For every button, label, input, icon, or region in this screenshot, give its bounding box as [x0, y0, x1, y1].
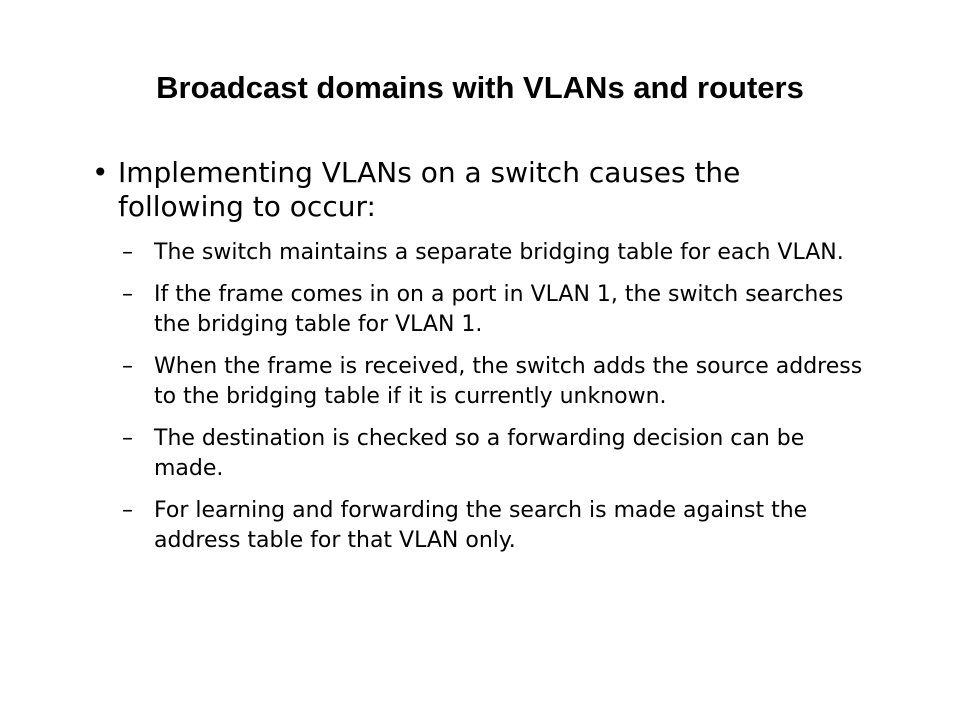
sub-bullet-text: The switch maintains a separate bridging… — [154, 240, 844, 265]
dash-icon: – — [122, 240, 133, 265]
dash-icon: – — [122, 426, 133, 451]
dash-icon: – — [122, 282, 133, 307]
dash-icon: – — [122, 498, 133, 523]
main-bullet-text: Implementing VLANs on a switch causes th… — [118, 156, 741, 223]
sub-bullet-text: For learning and forwarding the search i… — [154, 498, 808, 553]
main-bullet: • Implementing VLANs on a switch causes … — [92, 156, 872, 224]
sub-bullet-item: – If the frame comes in on a port in VLA… — [92, 280, 872, 340]
dash-icon: – — [122, 354, 133, 379]
slide-title: Broadcast domains with VLANs and routers — [156, 70, 804, 105]
sub-bullet-item: – For learning and forwarding the search… — [92, 496, 872, 556]
sub-bullet-text: The destination is checked so a forwardi… — [154, 426, 805, 481]
slide-content: • Implementing VLANs on a switch causes … — [92, 156, 872, 568]
sub-bullet-item: – The switch maintains a separate bridgi… — [92, 238, 872, 268]
sub-bullet-list: – The switch maintains a separate bridgi… — [92, 238, 872, 556]
sub-bullet-text: When the frame is received, the switch a… — [154, 354, 863, 409]
sub-bullet-text: If the frame comes in on a port in VLAN … — [154, 282, 844, 337]
bullet-icon: • — [92, 156, 109, 189]
sub-bullet-item: – The destination is checked so a forwar… — [92, 424, 872, 484]
sub-bullet-item: – When the frame is received, the switch… — [92, 352, 872, 412]
